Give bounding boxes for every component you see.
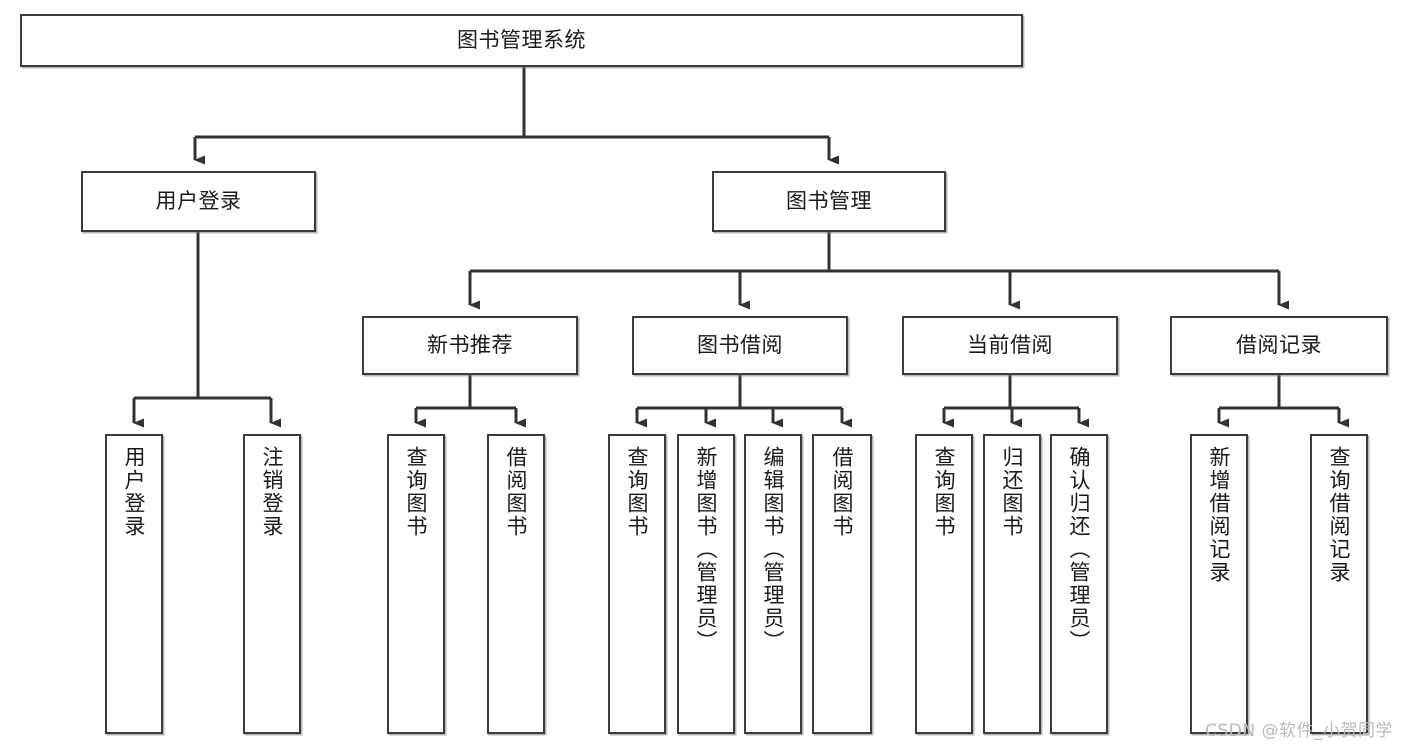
node-leaf-return-book-label: 归还图书 [1000,446,1025,538]
node-book-borrow-label: 图书借阅 [697,333,783,358]
node-leaf-query-record[interactable]: 查询借阅记录 [1310,434,1368,734]
node-leaf-query-book-rec-label: 查询图书 [404,446,429,538]
node-leaf-query-record-label: 查询借阅记录 [1327,446,1352,584]
node-user-login-label: 用户登录 [155,189,242,214]
node-root[interactable]: 图书管理系统 [20,14,1023,67]
node-leaf-user-login-label: 用户登录 [122,446,147,538]
node-current-borrow[interactable]: 当前借阅 [902,316,1118,375]
node-leaf-return-book[interactable]: 归还图书 [983,434,1041,734]
node-leaf-query-book[interactable]: 查询图书 [608,434,666,734]
node-borrow-record-label: 借阅记录 [1236,333,1322,358]
node-new-book-recommend[interactable]: 新书推荐 [362,316,578,375]
node-leaf-query-book-rec[interactable]: 查询图书 [387,434,445,734]
node-leaf-edit-book[interactable]: 编辑图书（管理员） [744,434,802,734]
node-current-borrow-label: 当前借阅 [967,333,1053,358]
node-leaf-user-login[interactable]: 用户登录 [105,434,163,734]
node-leaf-add-book[interactable]: 新增图书（管理员） [677,434,735,734]
node-leaf-query-book-cur-label: 查询图书 [932,446,957,538]
node-leaf-query-book-label: 查询图书 [625,446,650,538]
node-leaf-logout-label: 注销登录 [260,446,285,538]
node-leaf-borrow-book[interactable]: 借阅图书 [812,434,872,734]
node-root-label: 图书管理系统 [457,28,586,53]
node-user-login[interactable]: 用户登录 [81,171,316,232]
node-book-manage[interactable]: 图书管理 [712,171,946,232]
node-borrow-record[interactable]: 借阅记录 [1170,316,1388,375]
csdn-watermark: CSDN @软件_小贺同学 [1205,721,1393,741]
node-leaf-edit-book-label: 编辑图书（管理员） [761,446,786,653]
node-leaf-add-record[interactable]: 新增借阅记录 [1190,434,1248,734]
node-book-borrow[interactable]: 图书借阅 [632,316,848,375]
node-leaf-borrow-book-rec[interactable]: 借阅图书 [487,434,545,734]
node-book-manage-label: 图书管理 [786,189,872,214]
node-leaf-borrow-book-rec-label: 借阅图书 [504,446,529,538]
node-leaf-query-book-cur[interactable]: 查询图书 [915,434,973,734]
node-leaf-confirm-return-label: 确认归还（管理员） [1067,446,1092,653]
node-leaf-logout[interactable]: 注销登录 [243,434,301,734]
node-new-book-recommend-label: 新书推荐 [427,333,513,358]
node-leaf-add-record-label: 新增借阅记录 [1207,446,1232,584]
node-leaf-confirm-return[interactable]: 确认归还（管理员） [1050,434,1108,734]
node-leaf-borrow-book-label: 借阅图书 [830,446,855,538]
node-leaf-add-book-label: 新增图书（管理员） [694,446,719,653]
